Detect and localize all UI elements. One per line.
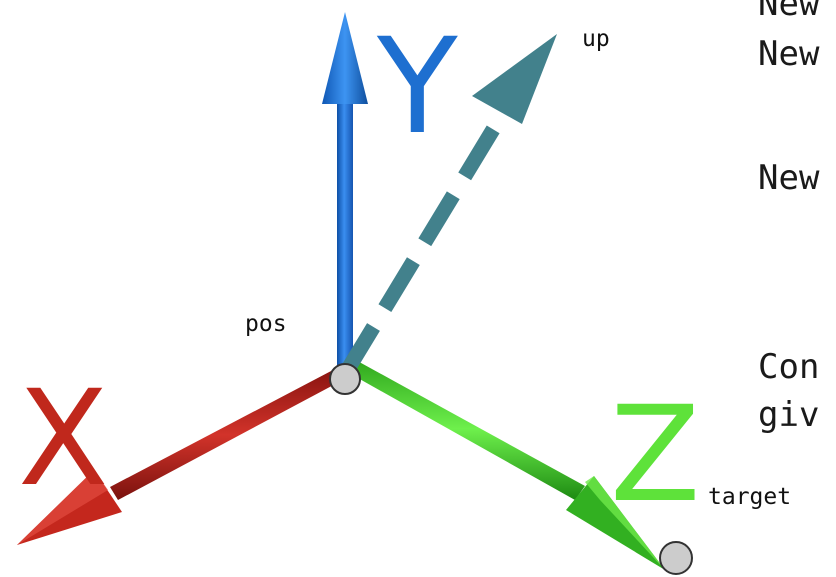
axis-letter-x: X — [18, 362, 108, 516]
right-text-line: giv — [758, 395, 819, 435]
up-vector — [338, 34, 557, 378]
x-axis-arrow — [17, 370, 341, 545]
z-axis-cone — [566, 476, 665, 570]
up-vector-dashed-shaft — [338, 124, 501, 378]
z-axis-arrow — [340, 358, 665, 570]
axis-letter-z: Z — [610, 378, 700, 532]
target-label: target — [708, 484, 791, 510]
x-axis-shaft — [110, 370, 341, 500]
right-text-block: New New New Con giv — [758, 0, 820, 435]
target-point — [659, 541, 693, 575]
axis-letter-y: Y — [376, 10, 458, 164]
up-vector-head — [472, 34, 557, 124]
y-axis-arrow — [322, 12, 368, 374]
right-text-line: Con — [758, 347, 819, 387]
y-axis-shaft — [337, 88, 353, 374]
right-text-line: New — [758, 158, 820, 198]
y-axis-cone — [322, 12, 368, 104]
z-axis-shaft — [340, 358, 585, 500]
pos-point — [329, 363, 361, 395]
up-label: up — [582, 26, 610, 52]
right-text-line: New — [758, 0, 820, 24]
pos-label: pos — [245, 311, 287, 337]
right-text-line: New — [758, 34, 820, 74]
